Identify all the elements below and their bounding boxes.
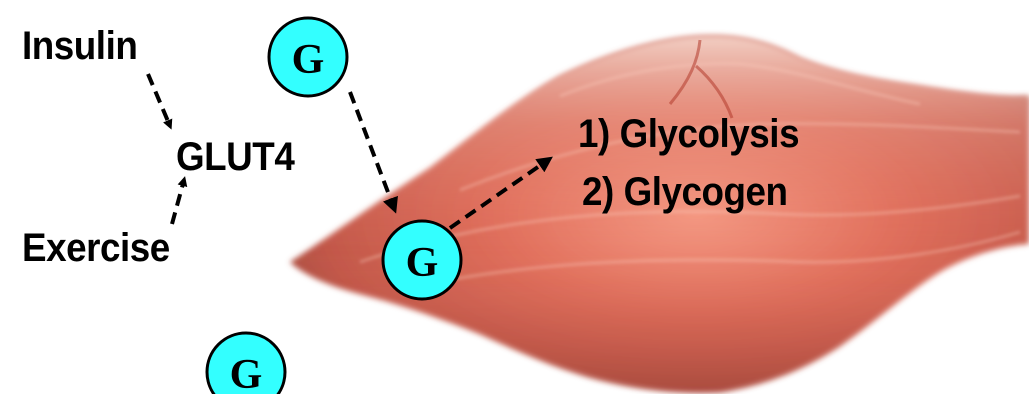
glycolysis-label: 1) Glycolysis — [578, 114, 799, 154]
insulin-to-glut4-arrow — [148, 74, 170, 126]
exercise-label: Exercise — [22, 228, 170, 268]
glucose-symbol: G — [230, 352, 263, 394]
insulin-label: Insulin — [22, 26, 137, 66]
glucose-symbol: G — [406, 240, 439, 286]
glut4-label: GLUT4 — [176, 137, 294, 177]
exercise-to-glut4-arrow — [172, 180, 184, 224]
glucose-molecule-bloodstream: G — [207, 333, 285, 394]
glucose-molecule-outside: G — [269, 18, 347, 96]
muscle-fiber-illustration — [290, 36, 1029, 393]
glucose-entry-arrow — [350, 92, 394, 208]
glucose-symbol: G — [292, 37, 325, 83]
muscle-shading — [290, 36, 1029, 393]
glycogen-label: 2) Glycogen — [582, 172, 788, 212]
glucose-molecule-entering: G — [383, 221, 461, 299]
